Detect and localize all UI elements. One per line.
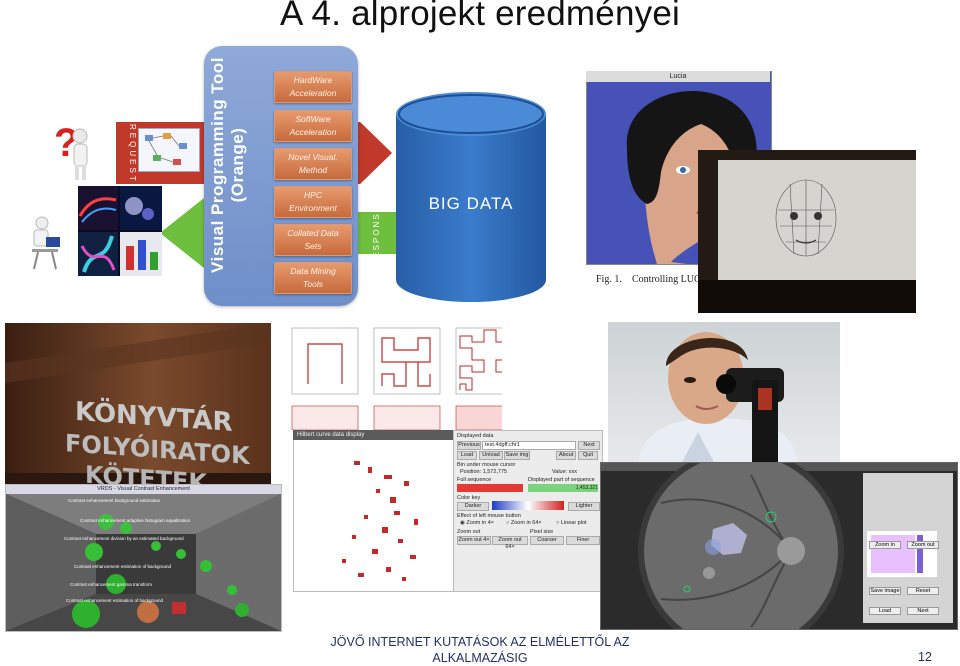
- retina-zoom-out-button[interactable]: Zoom out: [907, 541, 939, 549]
- lighter-button[interactable]: Lighter: [568, 502, 600, 511]
- retina-button-label: Load: [869, 607, 901, 615]
- displayed-part-label: Displayed part of sequence: [528, 477, 595, 483]
- workflow-thumbnail: [138, 128, 200, 172]
- contrast-label: Contrast enhancement estimation of backg…: [74, 564, 172, 569]
- quit-button[interactable]: Quit: [578, 451, 598, 460]
- lucia-window-title: Lucia: [586, 71, 770, 82]
- contrast-label: Contrast enhancement gamma transform: [70, 582, 152, 587]
- linear-plot-label: Linear plot: [560, 520, 587, 526]
- retina-zoom-in-button[interactable]: Zoom in: [869, 541, 901, 549]
- retina-save-image-button[interactable]: Save image: [869, 587, 901, 595]
- file-select[interactable]: test.4dgff.chr1: [482, 441, 576, 450]
- slide-title: A 4. alprojekt eredményei: [280, 0, 680, 33]
- tool-box-line: SoftWare: [295, 114, 331, 124]
- displayed-part-bar: 1,453,321: [528, 484, 598, 492]
- request-label: REQUEST: [128, 124, 137, 184]
- hilbert-window-title: Hilbert curve data display: [293, 430, 453, 440]
- tool-box-line: Acceleration: [289, 88, 337, 98]
- position-value: Position: 1,572,775: [460, 469, 508, 475]
- retina-next-button[interactable]: Next: [907, 607, 939, 615]
- previous-button[interactable]: Previous: [457, 441, 481, 450]
- displayed-part-end: 1,453,321: [575, 485, 598, 491]
- color-key-label: Color key: [457, 495, 481, 501]
- pixel-size-label: Pixel size: [530, 529, 554, 535]
- tool-box-line: Method: [298, 165, 328, 175]
- hilbert-display-window: [293, 430, 455, 592]
- about-button[interactable]: About: [556, 451, 576, 460]
- tool-box-line: Collated Data: [287, 228, 339, 238]
- next-button[interactable]: Next: [578, 441, 600, 450]
- response-label: RESPONSE: [372, 205, 381, 266]
- contrast-label: Contrast enhancement background estimati…: [68, 498, 161, 503]
- retina-load-button[interactable]: Load: [869, 607, 901, 615]
- tool-box-line: Environment: [289, 203, 337, 213]
- retina-button-label: Zoom in: [869, 541, 901, 549]
- tool-box-line: Acceleration: [289, 127, 337, 137]
- unload-button[interactable]: Unload: [479, 451, 503, 460]
- linear-plot-radio[interactable]: ○ Linear plot: [556, 520, 587, 526]
- zoom-in-64-label: Zoom in 64×: [510, 520, 542, 526]
- tool-box-line: HPC: [304, 190, 322, 200]
- contrast-window-title: VRDS - Visual Contrast Enhancement: [6, 485, 281, 494]
- contrast-label: Contrast enhancement estimation of backg…: [66, 598, 164, 603]
- big-data-label: BIG DATA: [428, 194, 514, 213]
- person-at-desk-icon: [32, 216, 60, 270]
- visualization-collage: [78, 186, 162, 276]
- page-number: 12: [918, 650, 932, 664]
- tool-box-hpc: HPC Environment: [274, 186, 352, 218]
- big-data-cylinder: [396, 92, 546, 302]
- tool-box-line: Tools: [302, 279, 323, 289]
- retina-button-label: Reset: [907, 587, 939, 595]
- contrast-label: Contrast enhancement division by an esti…: [64, 536, 184, 541]
- lucia-caption-number: Fig. 1.: [596, 274, 622, 285]
- contrast-enhancement-viewer: VRDS - Visual Contrast Enhancement Contr…: [5, 484, 282, 632]
- bin-value: Value: xxx: [552, 469, 577, 475]
- retina-analysis-viewer: Zoom in Zoom out Save image Reset Load N…: [600, 462, 958, 630]
- load-button[interactable]: Load: [457, 451, 477, 460]
- footer-text: JÖVŐ INTERNET KUTATÁSOK AZ ELMÉLETTŐL AZ…: [330, 635, 630, 665]
- sequence-control-panel: Displayed data Previous test.4dgff.chr1 …: [453, 430, 603, 592]
- full-sequence-bar: [457, 484, 523, 492]
- zoom-out-label: Zoom out: [457, 529, 481, 535]
- eye-imaging-device-photo: [608, 322, 840, 470]
- zoom-out-4-button[interactable]: Zoom out 4×: [457, 536, 491, 545]
- zoom-in-4-label: Zoom in 4×: [466, 520, 494, 526]
- retina-button-label: Zoom out: [907, 541, 939, 549]
- tool-box-line: HardWare: [293, 75, 333, 85]
- finer-button[interactable]: Finer: [566, 536, 600, 545]
- left-click-effect-label: Effect of left mouse button: [457, 513, 521, 519]
- zoom-in-64-radio[interactable]: ○ Zoom in 64×: [506, 520, 542, 526]
- hilbert-curves-figure: [291, 327, 502, 430]
- retina-button-label: Save image: [869, 587, 901, 595]
- tool-box-line: Data Mining: [290, 266, 336, 276]
- tool-box-line: Novel Visual.: [288, 152, 338, 162]
- tool-panel-title: Visual Programming Tool (Orange): [208, 57, 247, 273]
- contrast-label: Contrast enhancement adaptive histogram …: [80, 518, 191, 523]
- darker-button[interactable]: Darker: [457, 502, 489, 511]
- zoom-out-64-button[interactable]: Zoom out 64×: [492, 536, 528, 550]
- retina-reset-button[interactable]: Reset: [907, 587, 939, 595]
- bin-under-cursor-label: Bin under mouse cursor: [457, 462, 516, 468]
- tool-box-visual-method: Novel Visual. Method: [274, 148, 352, 180]
- zoom-in-4-radio[interactable]: ◉ Zoom in 4×: [460, 520, 494, 526]
- person-question-icon: ?: [54, 121, 88, 180]
- save-image-button[interactable]: Save img: [504, 451, 530, 460]
- tool-box-line: Sets: [304, 241, 322, 251]
- full-sequence-label: Full sequence: [457, 477, 492, 483]
- coarser-button[interactable]: Coarser: [530, 536, 564, 545]
- displayed-data-label: Displayed data: [457, 433, 494, 439]
- color-key-gradient: [492, 501, 564, 510]
- face-sensor-photo: [698, 150, 916, 313]
- retina-button-label: Next: [907, 607, 939, 615]
